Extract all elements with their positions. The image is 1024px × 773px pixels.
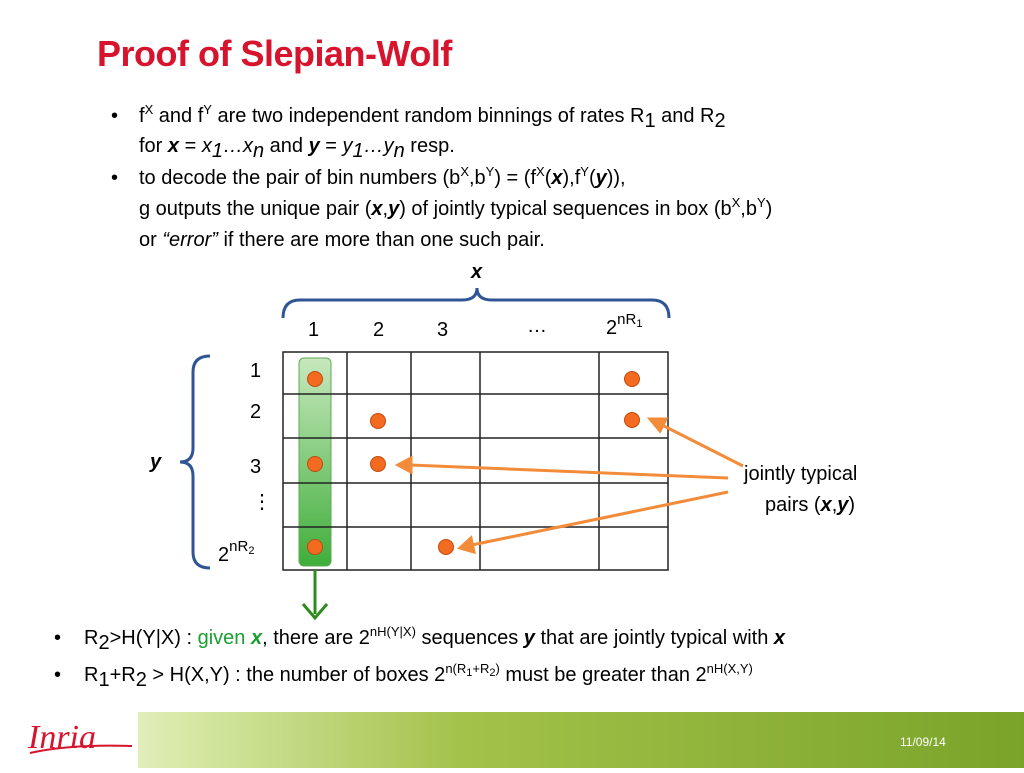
bullet-marker: • (54, 664, 62, 686)
bullet1-line2: for x = x1…xn and y = y1…yn resp. (139, 135, 455, 162)
bullet-marker: • (111, 167, 119, 189)
inria-logo-icon: Inria (27, 719, 133, 756)
col-label: … (527, 315, 547, 337)
y-brace (179, 354, 211, 570)
arrow-to-box-2 (659, 422, 744, 468)
bullet2-line3: or “error” if there are more than one su… (139, 229, 545, 251)
bin-grid (282, 351, 669, 571)
down-arrow-head (301, 603, 329, 621)
typical-pair-dot (307, 456, 323, 472)
arrow-to-box-3 (409, 463, 729, 480)
x-axis-label: x (471, 261, 483, 283)
typical-pair-dot (370, 413, 386, 429)
typical-pair-dot (624, 412, 640, 428)
bullet1-line1: fX and fY are two independent random bin… (139, 102, 726, 132)
bullet4: R1+R2 > H(X,Y) : the number of boxes 2n(… (84, 661, 753, 691)
row-label: ⋮ (252, 491, 272, 513)
col-label: 3 (437, 319, 449, 341)
typical-pair-dot (370, 456, 386, 472)
typical-pair-dot (307, 539, 323, 555)
arrowhead (394, 455, 413, 475)
typical-pair-dot (624, 371, 640, 387)
annotation-line2: pairs (x,y) (765, 494, 856, 516)
y-axis-label: y (150, 451, 162, 473)
slide-title: Proof of Slepian-Wolf (97, 33, 452, 74)
bullet-marker: • (111, 105, 119, 127)
row-label: 1 (250, 360, 262, 382)
row-label: 3 (250, 456, 262, 478)
arrow-to-box-last (471, 490, 729, 547)
col-label: 2 (373, 319, 385, 341)
typical-pair-dot (438, 539, 454, 555)
bullet2-line1: to decode the pair of bin numbers (bX,bY… (139, 164, 626, 189)
logo-area: Inria (0, 704, 138, 768)
arrowhead (456, 535, 476, 555)
arrowhead (646, 417, 669, 434)
svg-text:Inria: Inria (27, 719, 96, 756)
col-label: 1 (308, 319, 320, 341)
bullet-marker: • (54, 627, 62, 649)
row-label: 2 (250, 401, 262, 423)
footer-band (0, 712, 1024, 768)
bullet3: R2>H(Y|X) : given x, there are 2nH(Y|X) … (84, 624, 786, 654)
row-label-last: 2nR2 (218, 538, 255, 566)
typical-pair-dot (307, 371, 323, 387)
x-brace (281, 287, 671, 319)
annotation-line1: jointly typical (744, 463, 858, 485)
col-label-last: 2nR1 (606, 311, 643, 339)
slide-date: 11/09/14 (900, 735, 946, 749)
bullet2-line2: g outputs the unique pair (x,y) of joint… (139, 195, 773, 220)
